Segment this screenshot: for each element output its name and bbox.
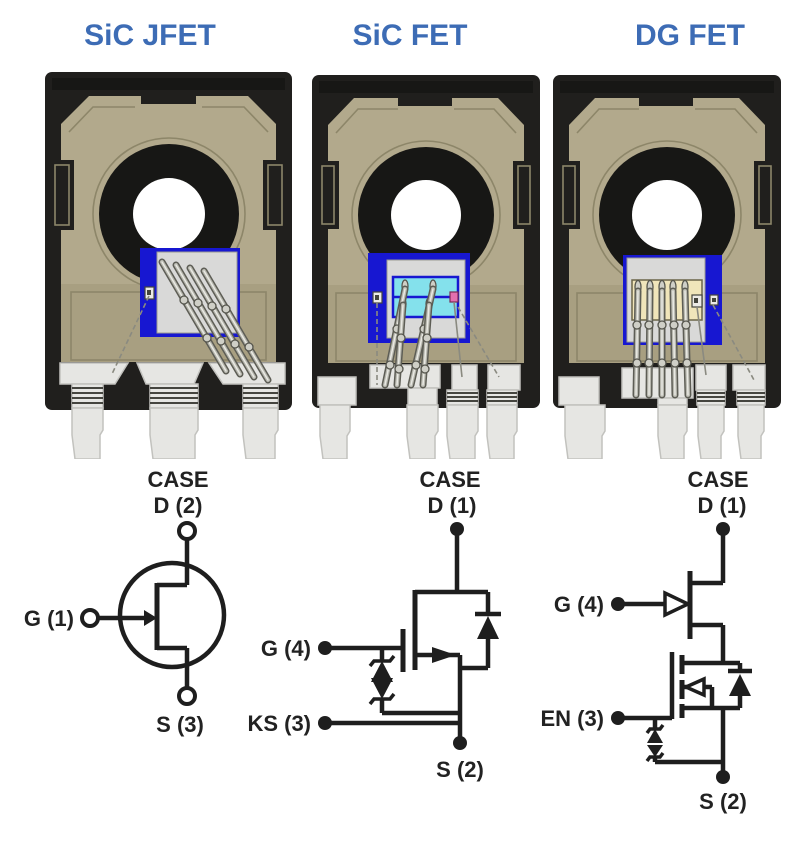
source-wires [381,285,437,389]
gate-label: G (1) [24,606,74,631]
lead-pin [446,404,479,459]
lead-pin [697,404,725,459]
source-wires [158,258,272,384]
lead-pin [486,404,518,459]
schematic-strip: CASE D (2) S (3) G (1) CASE D (1) G (4) [24,467,752,814]
side-notches [317,161,535,229]
lead-frame [558,364,766,459]
lead-frame [317,364,521,459]
lead-pin [406,404,439,459]
package-render-dg-fet [553,75,781,459]
enable-wire [696,306,707,376]
source-terminal [453,736,467,750]
gate-bond-pad [449,291,459,303]
schematic-dg-fet: CASE D (1) G (4) EN (3) [540,467,752,814]
drain-label: D (2) [154,493,203,518]
column-title-sic-jfet: SiC JFET [84,19,216,52]
schematic-sic-jfet: CASE D (2) S (3) G (1) [24,467,227,737]
bond-wires [376,285,500,389]
gate-label: G (4) [261,636,311,661]
side-notches [50,160,287,230]
lead-pin [242,407,279,459]
mounting-hole [592,140,742,290]
enable-zener-clamp [645,718,723,765]
dg-fet-die [631,279,703,321]
source-label: S (3) [156,712,204,737]
bond-wires [632,287,755,399]
case-label: CASE [419,467,480,492]
gate-wire [111,295,150,375]
lead-pin [71,407,104,459]
gate-wire [712,304,755,381]
package-render-sic-jfet [45,72,292,459]
gate-zener-clamp [368,650,460,716]
gate-label: G (4) [554,592,604,617]
gate-wire-2 [457,306,500,378]
lead-pin [564,404,606,459]
kelvin-label: KS (3) [247,711,311,736]
lead-pin [737,404,765,459]
column-title-sic-fet: SiC FET [352,19,468,52]
enable-label: EN (3) [540,706,604,731]
lv-mosfet [669,652,740,777]
jfet-gate-arrow [663,590,693,618]
gate-wire [453,301,463,378]
gate-terminal [80,608,100,628]
lead-pin [149,407,199,459]
source-label: S (2) [436,757,484,782]
schematic-sic-fet: CASE D (1) G (4) [247,467,501,782]
gate-arrow [144,610,157,626]
source-wires [632,287,692,399]
drain-terminal [177,521,197,541]
column-title-dg-fet: DG FET [635,19,745,52]
body-arrow [681,676,706,698]
drain-label: D (1) [698,493,747,518]
body-diode [460,592,501,671]
case-label: CASE [687,467,748,492]
side-notches [558,161,776,229]
bond-wires [111,258,272,384]
source-arrow [432,647,456,663]
mounting-hole [351,140,501,290]
source-terminal [177,686,197,706]
lead-pin [657,404,688,459]
die-attach-pad [368,253,470,343]
jfet-circle [117,560,227,670]
source-label: S (2) [699,789,747,814]
package-render-sic-fet [312,75,540,459]
drain-label: D (1) [428,493,477,518]
source-terminal [716,770,730,784]
lead-pin [319,404,351,459]
body-diode [728,663,752,708]
case-label: CASE [147,467,208,492]
